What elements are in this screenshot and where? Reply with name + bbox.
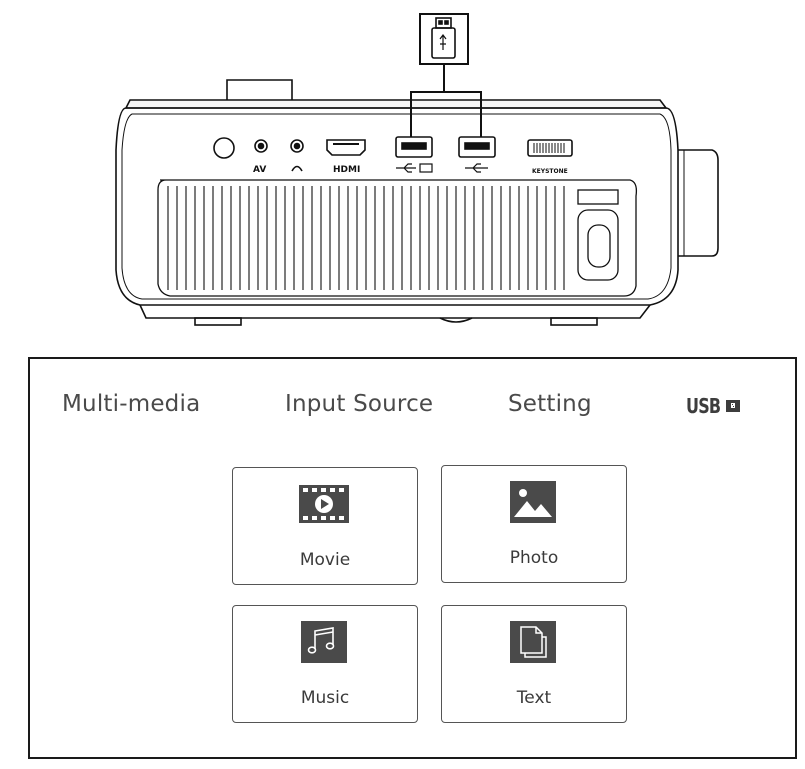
- movie-tile[interactable]: Movie: [232, 467, 418, 585]
- usb-symbol-icon: [396, 163, 433, 173]
- tab-setting[interactable]: Setting: [508, 391, 592, 417]
- usb-media-menu: Multi-media Input Source Setting USB: [28, 357, 797, 759]
- text-label: Text: [516, 688, 552, 708]
- tab-multi-media[interactable]: Multi-media: [62, 391, 201, 417]
- usb-drive-icon: [431, 17, 456, 59]
- movie-label: Movie: [299, 550, 351, 570]
- photo-label: Photo: [509, 548, 559, 568]
- music-label: Music: [300, 688, 350, 708]
- headphone-icon: [291, 165, 303, 172]
- usb-badge-label: USB: [686, 394, 721, 418]
- tab-input-source[interactable]: Input Source: [285, 391, 434, 417]
- film-icon: [299, 485, 349, 523]
- document-icon: [510, 621, 556, 663]
- music-tile[interactable]: Music: [232, 605, 418, 723]
- projector-rear-diagram: AV HDMI KEYSTONE: [115, 13, 719, 326]
- av-port-label: AV: [253, 165, 266, 175]
- keystone-label: KEYSTONE: [532, 168, 568, 175]
- usb-drive-icon: [725, 400, 740, 412]
- text-tile[interactable]: Text: [441, 605, 627, 723]
- usb-symbol-icon: [465, 163, 488, 173]
- usb-source-badge: USB: [686, 394, 741, 418]
- music-note-icon: [301, 621, 347, 663]
- hdmi-port-label: HDMI: [333, 165, 360, 175]
- image-icon: [510, 481, 556, 523]
- photo-tile[interactable]: Photo: [441, 465, 627, 583]
